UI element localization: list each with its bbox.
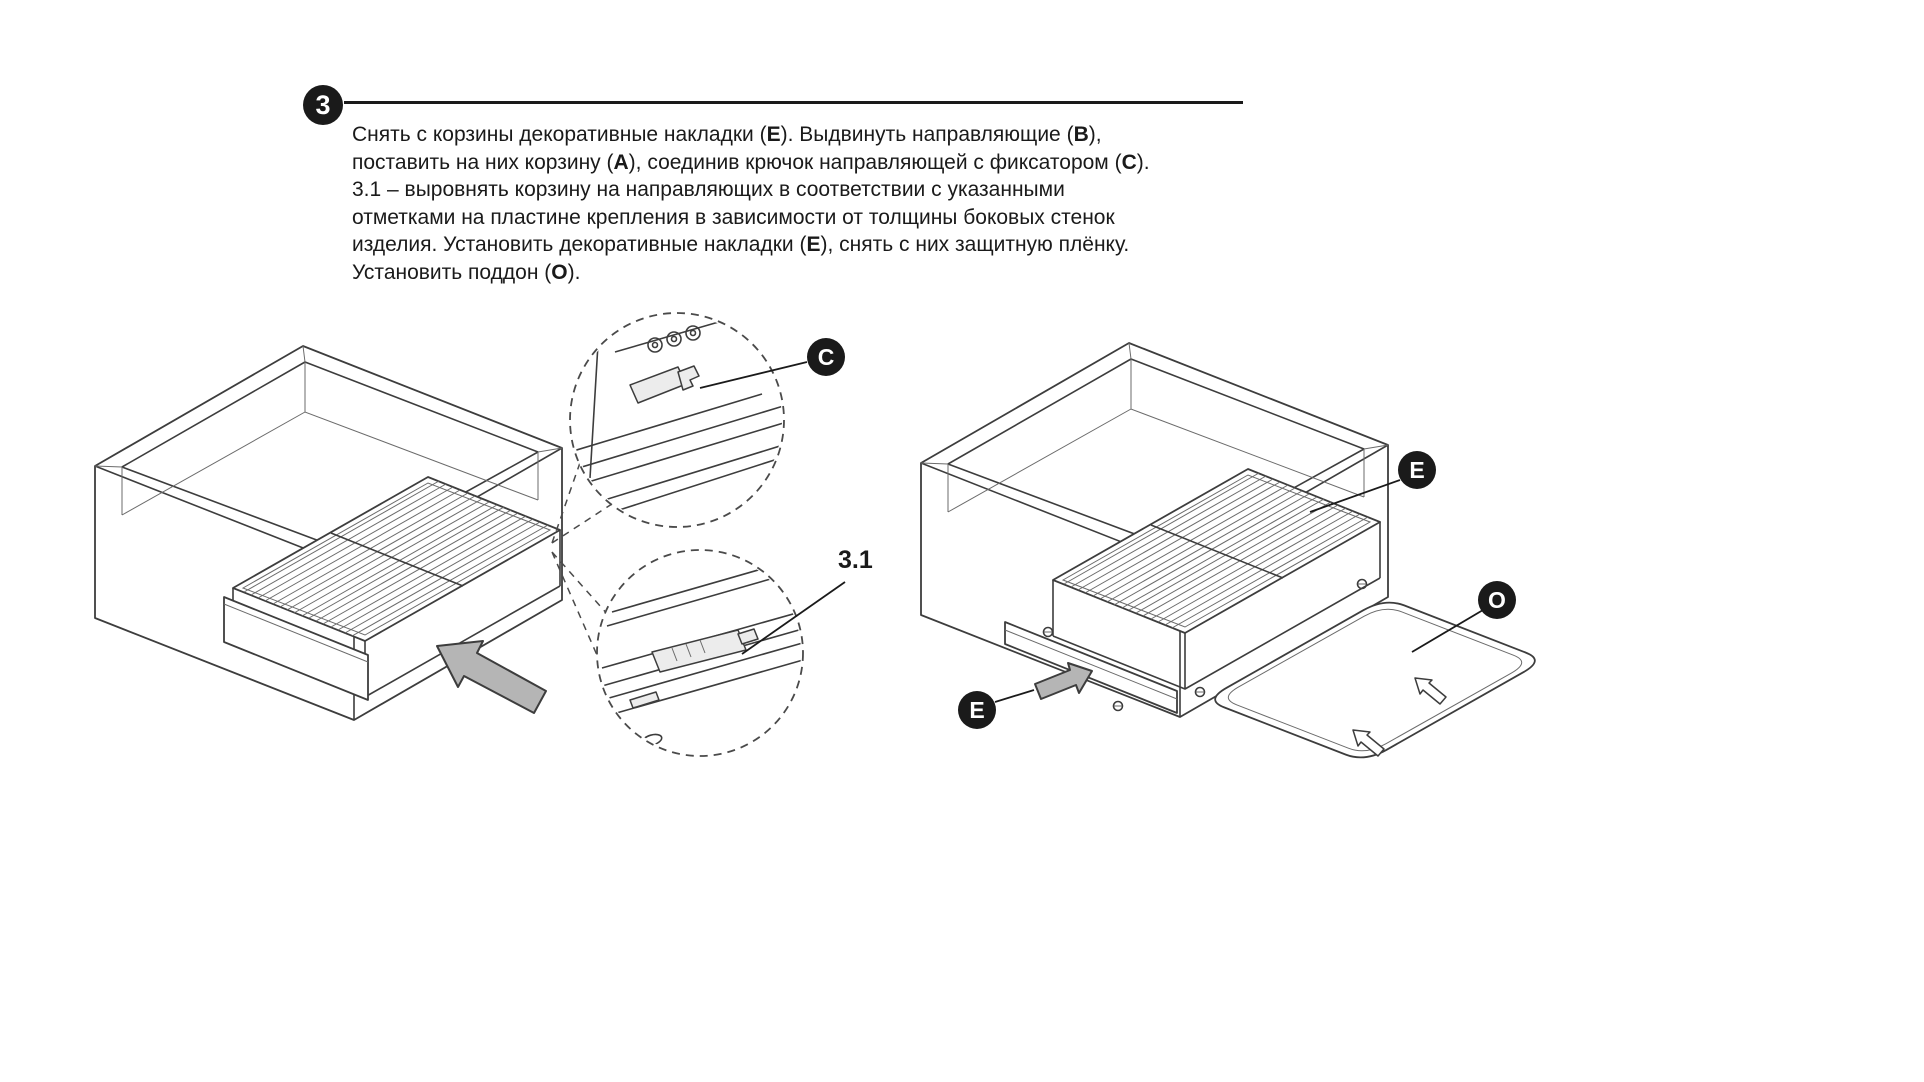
callout-letter: C [817,343,835,370]
instruction-line: Снять с корзины декоративные накладки (E… [352,123,1102,146]
instruction-line: изделия. Установить декоративные накладк… [352,233,1130,257]
instructions-text: Снять с корзины декоративные накладки (E… [352,121,1150,287]
detail-31-view [596,549,846,757]
decor-strip-part [1004,578,1368,714]
mounting-plate [651,629,747,673]
decor-strip-front [223,596,369,701]
callout-badge-c: C [807,338,845,376]
hook-part [677,365,700,391]
left-basket [223,476,561,701]
detail-3-1-label: 3.1 [838,546,873,574]
instruction-line: поставить на них корзину (A), соединив к… [352,150,1150,174]
callout-badge-e-bottom: E [958,691,996,729]
callout-badge-e-top: E [1398,451,1436,489]
step-number: 3 [315,89,331,120]
detail-connector-lines [551,456,619,702]
callout-letter: E [1409,456,1425,483]
callout-badge-o: O [1478,581,1516,619]
tray-part [1214,601,1536,759]
attach-direction-arrow [1034,662,1093,700]
instruction-line: Установить поддон (O). [352,260,581,284]
instruction-line: 3.1 – выровнять корзину на направляющих … [352,178,1065,202]
step-divider-line [344,101,1243,104]
insert-direction-arrow [436,640,547,714]
tray-direction-arrow [1414,677,1447,705]
right-basket [1052,468,1381,690]
callout-letter: O [1488,586,1506,613]
tray-direction-arrow [1352,729,1385,757]
instruction-line: отметками на пластине крепления в зависи… [352,205,1115,229]
callout-letter: E [969,696,985,723]
step-number-badge: 3 [303,85,343,125]
callout-leader-lines [994,479,1484,703]
detail-c-view [569,312,808,528]
screw-icons [1042,578,1368,712]
